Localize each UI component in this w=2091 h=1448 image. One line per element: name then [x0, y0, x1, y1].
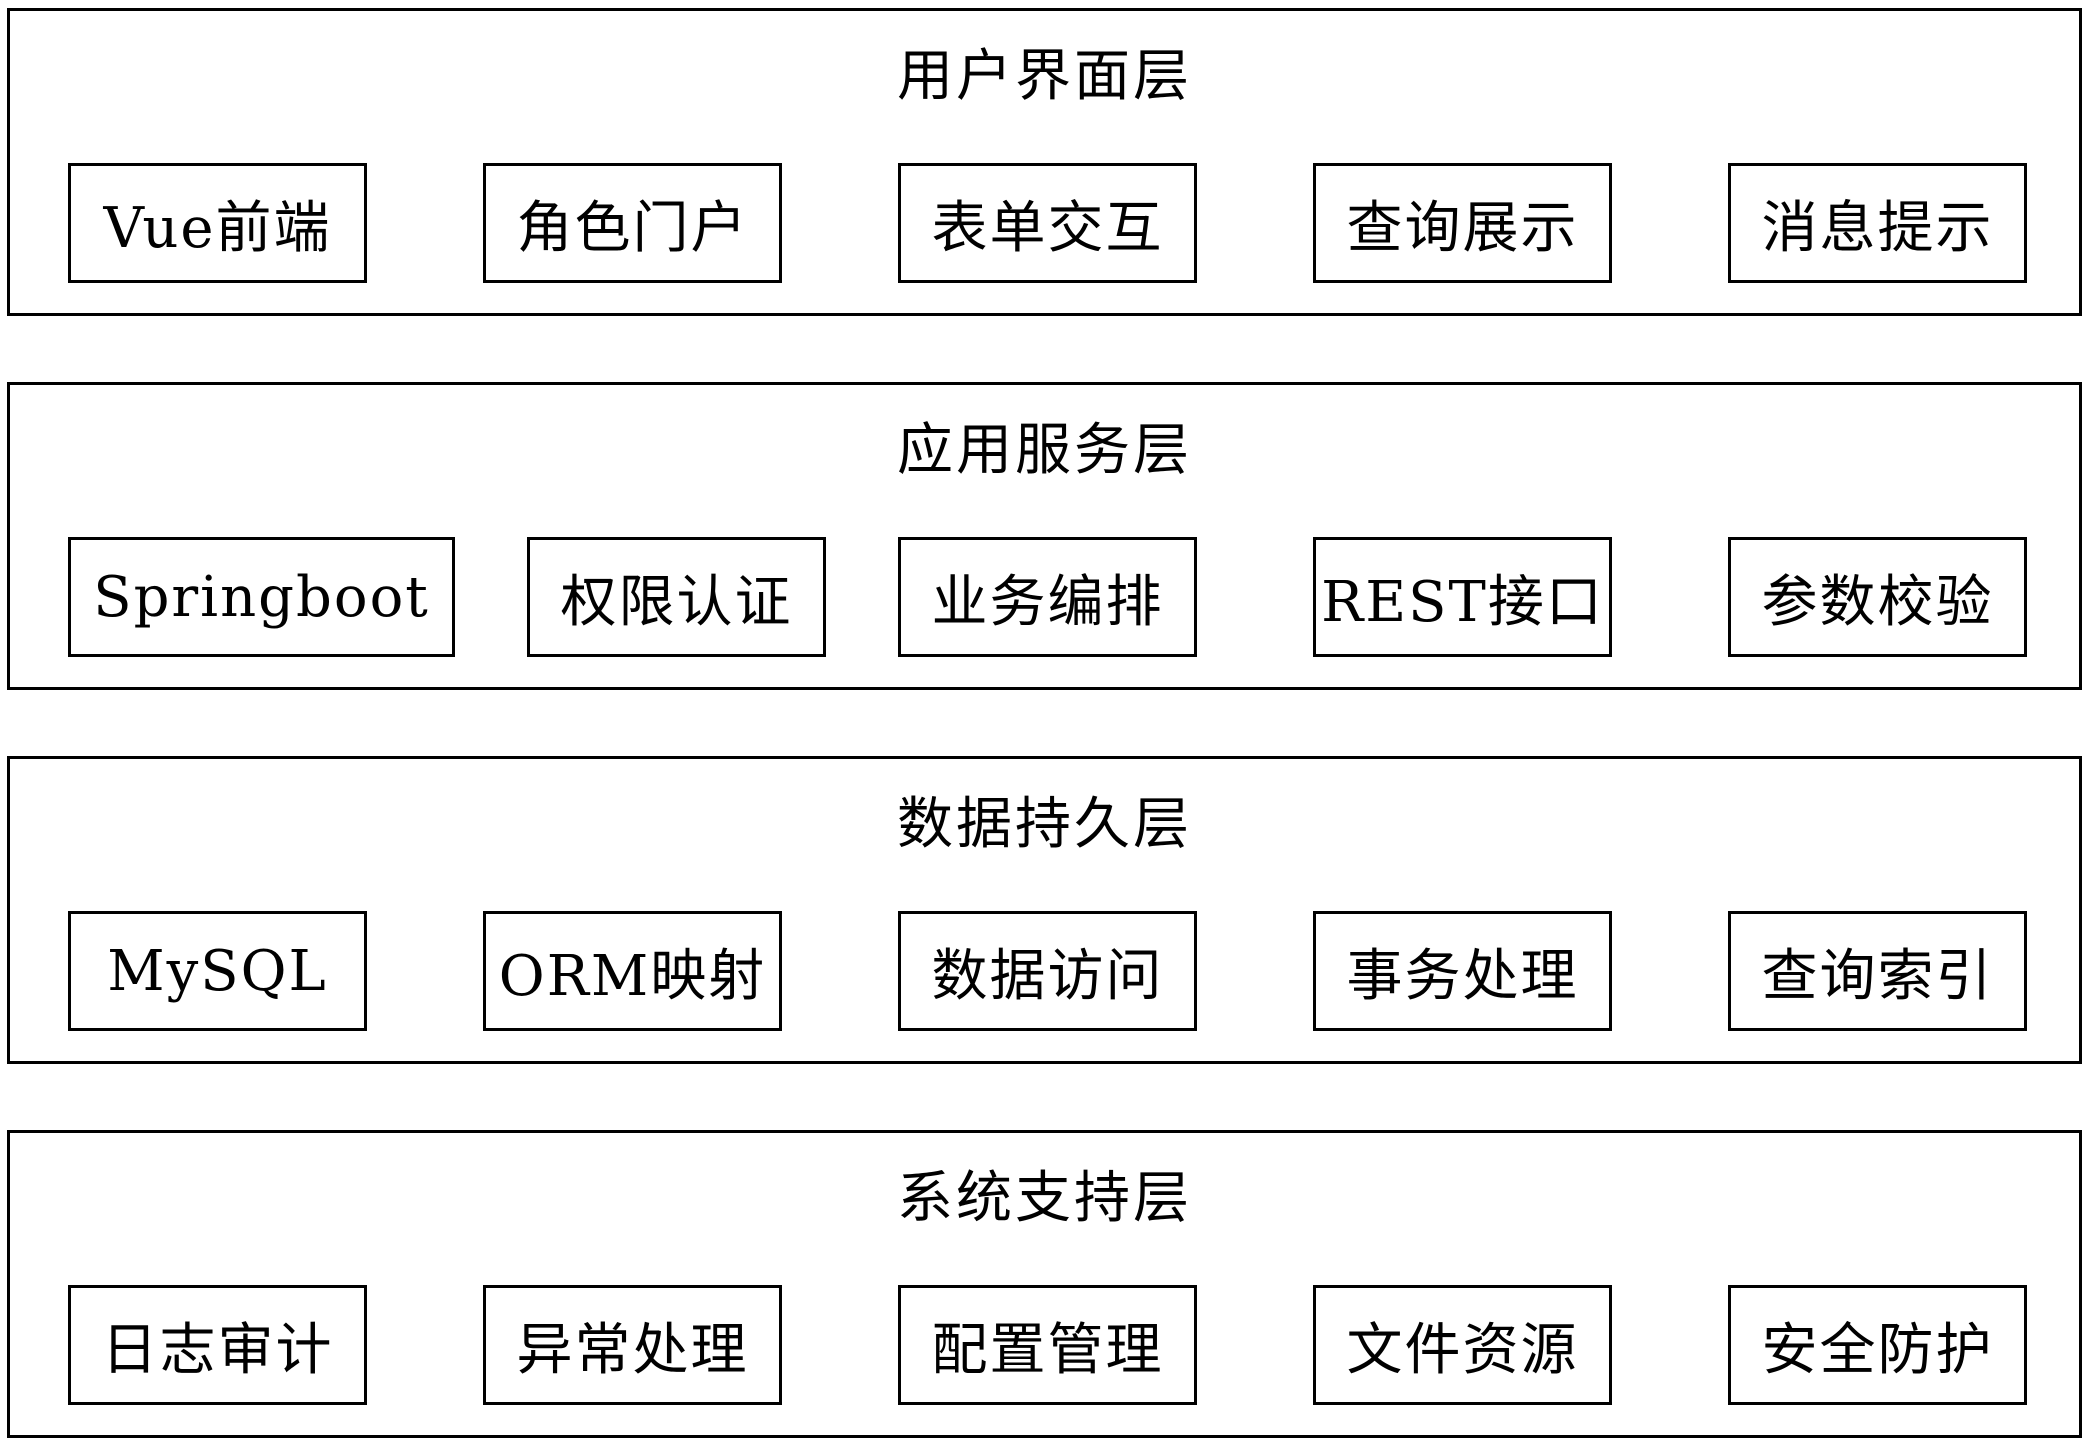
module-auth: 权限认证: [527, 537, 826, 657]
module-springboot: Springboot: [68, 537, 455, 657]
layer-title: 应用服务层: [897, 418, 1192, 483]
layer-system-support: 系统支持层 日志审计 异常处理 配置管理 文件资源 安全防护: [7, 1130, 2082, 1438]
module-log-audit: 日志审计: [68, 1285, 367, 1405]
module-exception-handling: 异常处理: [483, 1285, 782, 1405]
module-vue-frontend: Vue前端: [68, 163, 367, 283]
layer-user-interface: 用户界面层 Vue前端 角色门户 表单交互 查询展示 消息提示: [7, 8, 2082, 316]
layer-title: 系统支持层: [897, 1166, 1192, 1231]
layer-application-service: 应用服务层 Springboot 权限认证 业务编排 REST接口 参数校验: [7, 382, 2082, 690]
module-rest-api: REST接口: [1313, 537, 1612, 657]
module-form-interaction: 表单交互: [898, 163, 1197, 283]
module-file-resources: 文件资源: [1313, 1285, 1612, 1405]
module-orm-mapping: ORM映射: [483, 911, 782, 1031]
module-data-access: 数据访问: [898, 911, 1197, 1031]
module-message-prompt: 消息提示: [1728, 163, 2027, 283]
module-param-validation: 参数校验: [1728, 537, 2027, 657]
layer-title: 用户界面层: [897, 44, 1192, 109]
module-security: 安全防护: [1728, 1285, 2027, 1405]
layer-data-persistence: 数据持久层 MySQL ORM映射 数据访问 事务处理 查询索引: [7, 756, 2082, 1064]
module-mysql: MySQL: [68, 911, 367, 1031]
module-query-index: 查询索引: [1728, 911, 2027, 1031]
module-role-portal: 角色门户: [483, 163, 782, 283]
module-query-display: 查询展示: [1313, 163, 1612, 283]
module-business-orchestration: 业务编排: [898, 537, 1197, 657]
layer-title: 数据持久层: [897, 792, 1192, 857]
module-transaction: 事务处理: [1313, 911, 1612, 1031]
module-config-management: 配置管理: [898, 1285, 1197, 1405]
